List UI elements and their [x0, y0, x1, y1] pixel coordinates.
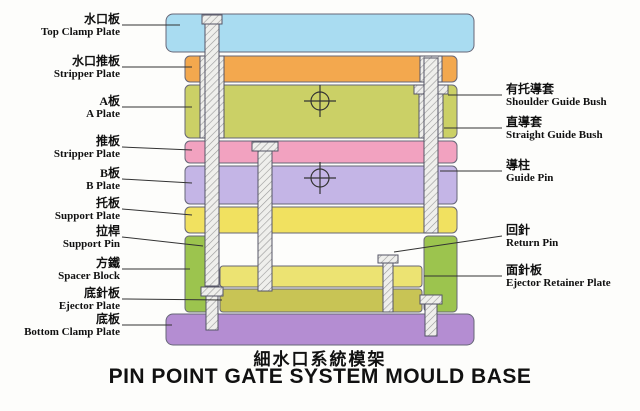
- leader-b-plate: [121, 178, 193, 184]
- label-zh: 底針板: [83, 286, 120, 300]
- label-en: Ejector Retainer Plate: [506, 277, 611, 289]
- label-zh: 底板: [95, 312, 120, 326]
- label-en: Top Clamp Plate: [40, 26, 120, 38]
- label-en: Stripper Plate: [53, 68, 120, 80]
- plate-stripper-lower: [184, 140, 458, 164]
- bolt-right-shaft: [424, 303, 438, 337]
- label-en: Guide Pin: [506, 172, 554, 184]
- label-zh: 水口板: [83, 12, 120, 26]
- title-english: PIN POINT GATE SYSTEM MOULD BASE: [108, 365, 532, 388]
- label-zh: 推板: [95, 134, 120, 148]
- plate-support: [184, 206, 458, 234]
- label-zh: 回針: [506, 223, 531, 237]
- center-pin-head: [251, 141, 279, 152]
- label-spacer-block: 方鐵 Spacer Block: [58, 256, 120, 283]
- plate-bottom-clamp: [165, 313, 475, 346]
- label-return-pin: 回針 Return Pin: [506, 223, 558, 250]
- label-zh: 面針板: [506, 263, 543, 277]
- plate-stripper-upper: [184, 55, 458, 83]
- label-en: A Plate: [86, 108, 120, 120]
- leader-return-pin: [393, 235, 503, 253]
- leader-stripper-lower: [121, 146, 193, 151]
- label-shoulder-guide-bush: 有托導套 Shoulder Guide Bush: [506, 82, 607, 109]
- label-ejector-plate: 底針板 Ejector Plate: [59, 286, 120, 313]
- label-zh: 方鐵: [95, 256, 120, 270]
- label-zh: A板: [99, 94, 120, 108]
- label-en: Stripper Plate: [53, 148, 120, 160]
- bolt-left-head: [200, 286, 224, 297]
- label-en: Return Pin: [506, 237, 559, 249]
- label-a-plate: A板 A Plate: [86, 94, 120, 121]
- spacer-block-right: [423, 235, 458, 313]
- label-straight-guide-bush: 直導套 Straight Guide Bush: [506, 115, 603, 142]
- return-pin-head: [377, 254, 399, 264]
- bolt-left-shaft: [205, 295, 219, 331]
- title-chinese: 細水口系統模架: [253, 350, 387, 369]
- label-en: Bottom Clamp Plate: [24, 326, 120, 338]
- label-en: B Plate: [86, 180, 120, 192]
- leader-support-plate: [121, 208, 193, 216]
- center-pin-shaft: [257, 150, 273, 292]
- bolt-right-head: [419, 294, 443, 305]
- label-en: Spacer Block: [58, 270, 120, 282]
- leader-support-pin: [121, 236, 204, 247]
- label-en: Support Plate: [54, 210, 120, 222]
- plate-top-clamp: [165, 13, 475, 53]
- plate-a: [184, 84, 458, 139]
- label-zh: 導柱: [506, 158, 531, 172]
- plate-b: [184, 165, 458, 205]
- support-pin-shaft: [204, 23, 220, 287]
- label-top-clamp-plate: 水口板 Top Clamp Plate: [41, 12, 120, 39]
- label-support-pin: 拉桿 Support Pin: [63, 224, 120, 251]
- label-en: Straight Guide Bush: [506, 129, 603, 141]
- leader-lines: [121, 24, 503, 326]
- label-zh: B板: [99, 166, 120, 180]
- label-support-plate: 托板 Support Plate: [55, 196, 120, 223]
- center-mark-a-plate: [304, 85, 336, 117]
- label-en: Support Pin: [62, 238, 120, 250]
- guide-pin-shaft: [423, 57, 439, 234]
- label-stripper-plate-upper: 水口推板 Stripper Plate: [54, 54, 120, 81]
- label-bottom-clamp-plate: 底板 Bottom Clamp Plate: [24, 312, 120, 339]
- label-zh: 有托導套: [506, 82, 555, 96]
- label-en: Ejector Plate: [58, 300, 120, 312]
- label-stripper-plate-lower: 推板 Stripper Plate: [54, 134, 120, 161]
- support-pin-head: [201, 14, 223, 25]
- label-b-plate: B板 B Plate: [86, 166, 120, 193]
- center-mark-b-plate: [304, 162, 336, 194]
- label-zh: 水口推板: [71, 54, 120, 68]
- label-zh: 拉桿: [95, 224, 120, 238]
- label-ejector-retainer-plate: 面針板 Ejector Retainer Plate: [506, 263, 611, 290]
- label-zh: 托板: [95, 196, 120, 210]
- label-en: Shoulder Guide Bush: [506, 96, 607, 108]
- return-pin-shaft: [382, 262, 394, 313]
- label-zh: 直導套: [506, 115, 543, 129]
- leader-ejector-plate: [121, 298, 223, 301]
- label-guide-pin: 導柱 Guide Pin: [506, 158, 553, 185]
